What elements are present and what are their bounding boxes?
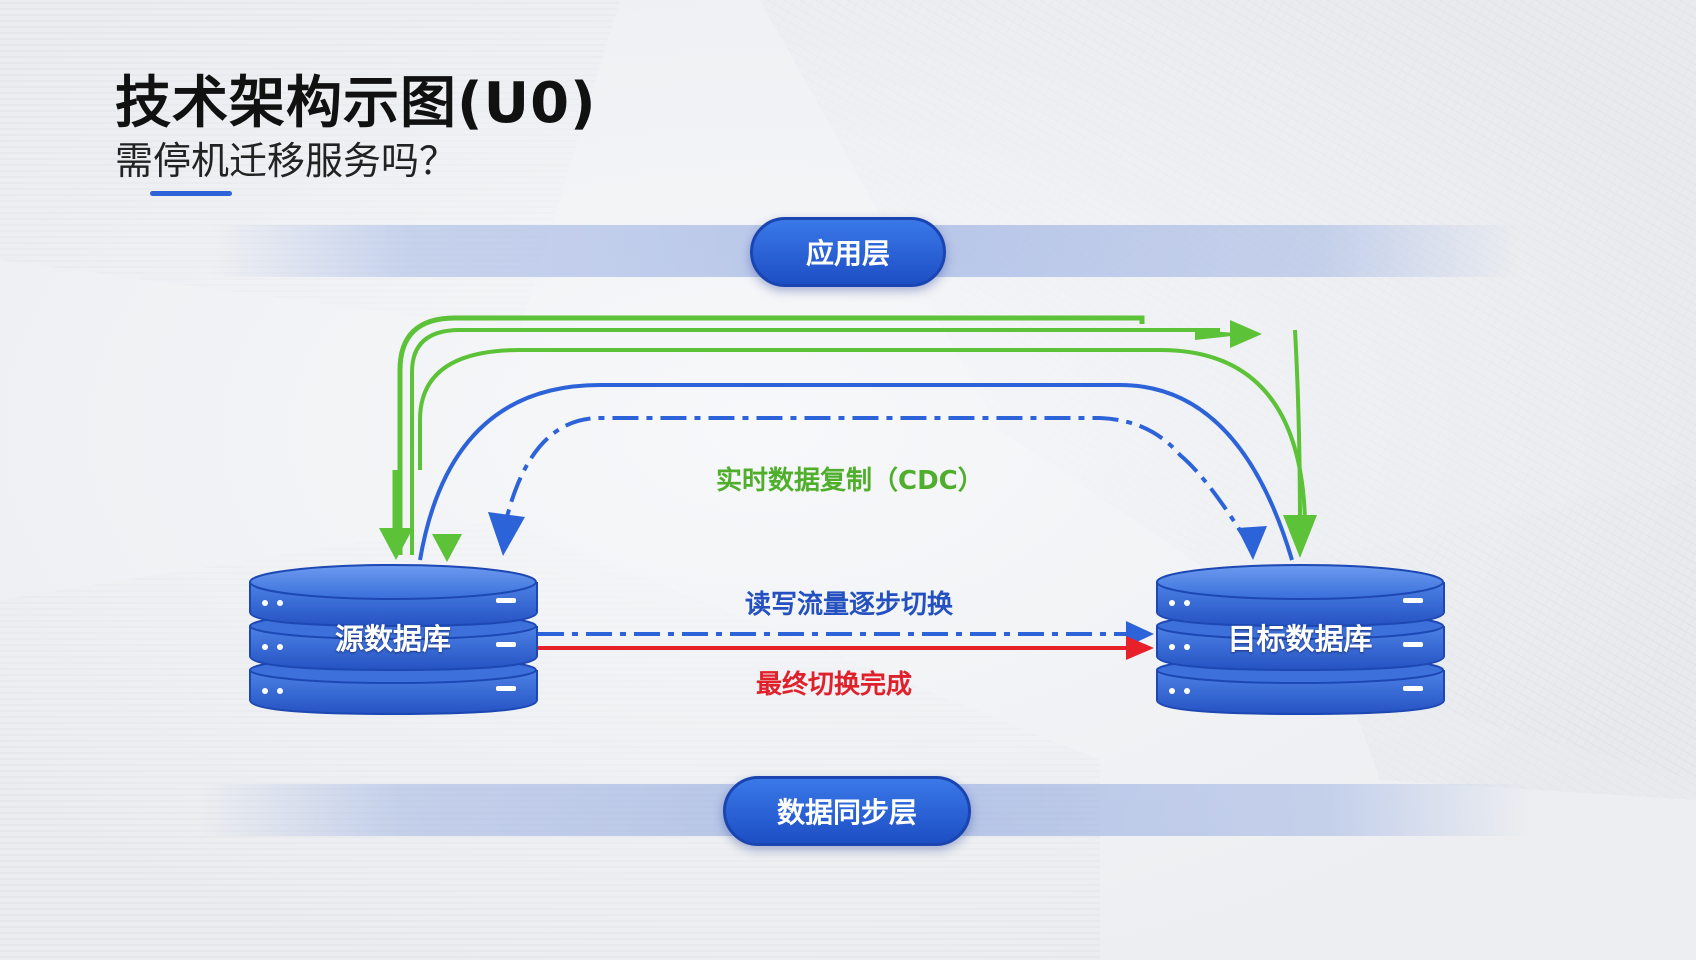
target-database-icon [1156, 564, 1445, 716]
blue-traffic-arrow-dashed [488, 416, 1267, 560]
green-cdc-arrow-outer [397, 315, 1262, 555]
source-database-label: 源数据库 [334, 622, 451, 656]
red-final-arrow [538, 636, 1154, 660]
green-cdc-arrow-inner [418, 329, 1317, 558]
page-title: 技术架构示图(U0) [115, 71, 597, 136]
green-return-arrows [379, 470, 462, 562]
blue-traffic-arrow-solid [418, 383, 1294, 561]
read-write-switch-label: 读写流量逐步切换 [745, 590, 954, 620]
blue-switch-arrow [538, 621, 1154, 647]
source-database-icon [249, 564, 538, 716]
title-underline [150, 191, 232, 196]
page-subtitle: 需停机迁移服务吗？ [115, 139, 458, 183]
target-database-label: 目标数据库 [1227, 622, 1373, 656]
sync-layer-pill: 数据同步层 [723, 776, 971, 846]
cdc-label: 实时数据复制（CDC） [716, 466, 984, 496]
final-switch-label: 最终切换完成 [756, 670, 913, 700]
application-layer-pill: 应用层 [750, 217, 946, 287]
